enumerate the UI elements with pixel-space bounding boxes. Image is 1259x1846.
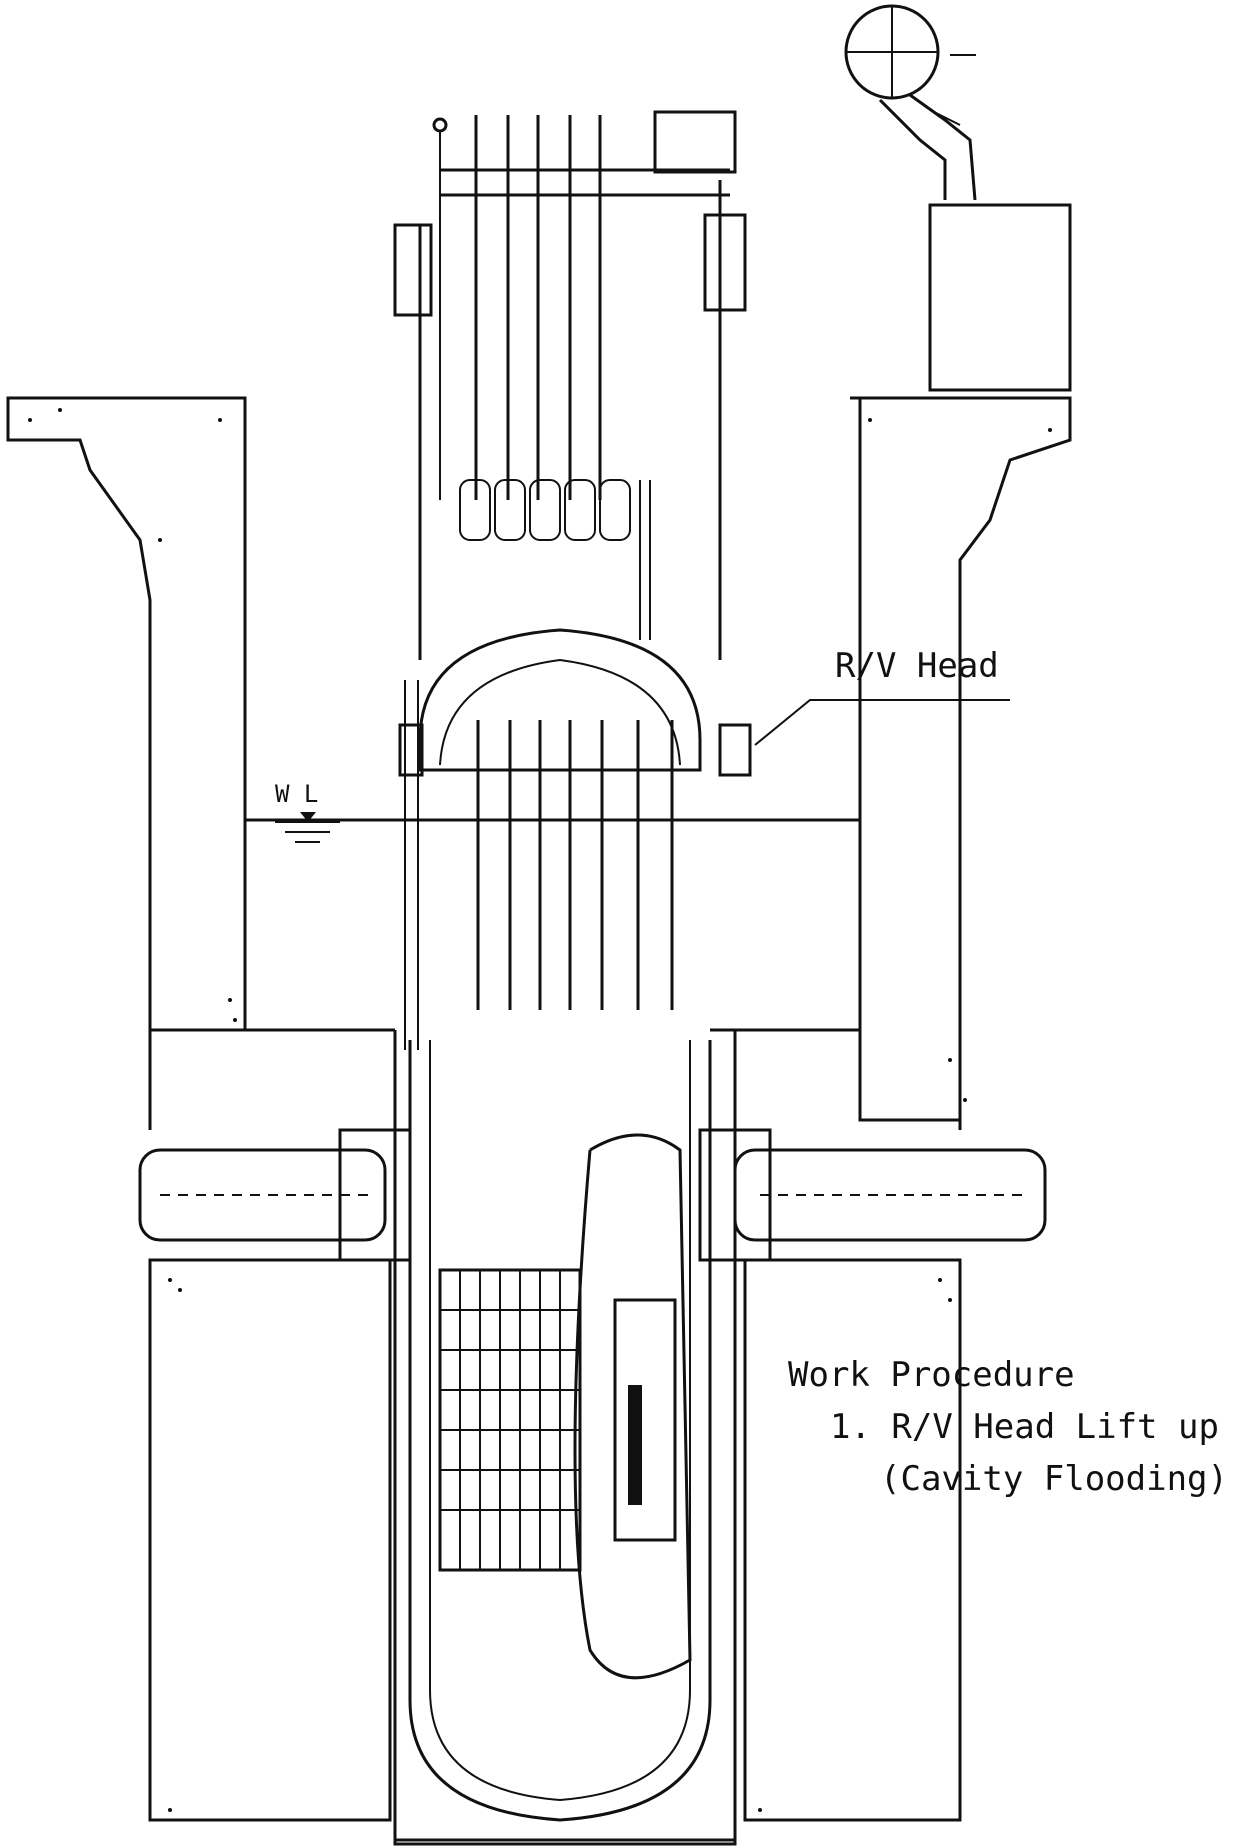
rv-head-label: R/V Head [835,646,999,686]
control-rod-drive-shafts [404,680,674,1050]
crane-hook-assembly [844,4,1072,392]
rv-head [398,628,752,777]
work-procedure-step-1: 1. R/V Head Lift up [830,1407,1219,1447]
rv-head-callout: R/V Head [754,646,1010,746]
work-procedure: Work Procedure 1. R/V Head Lift up (Cavi… [788,1355,1228,1499]
water-level-label: W L [275,780,318,808]
work-procedure-step-1-note: (Cavity Flooding) [880,1459,1228,1499]
water-level: W L [245,780,860,843]
crdm-housings [459,479,651,640]
primary-shield [148,1030,962,1822]
work-procedure-title: Work Procedure [788,1355,1075,1395]
refueling-cavity [243,398,862,1032]
crdm-upper-rods [393,110,747,660]
core-barrel-cutaway [573,1133,692,1680]
operating-floor-right [850,396,1072,1122]
reactor-vessel [393,1030,737,1846]
operating-floor-left [6,396,247,1032]
fuel-assemblies [438,1268,582,1572]
